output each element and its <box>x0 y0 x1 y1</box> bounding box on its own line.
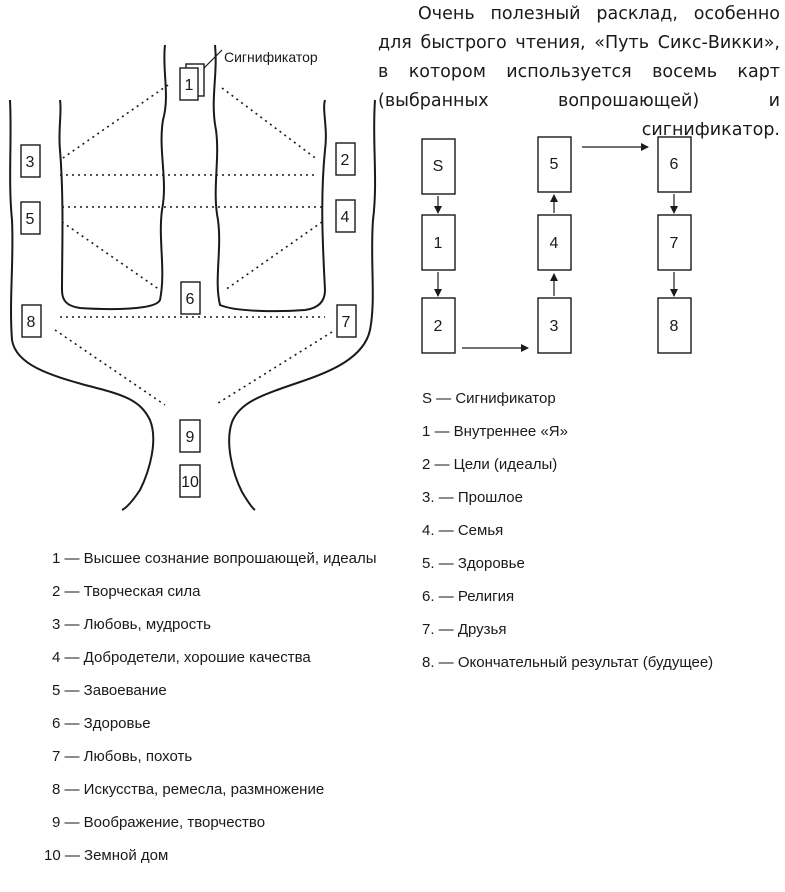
significator-label: Сигнификатор <box>224 49 318 65</box>
path-card-7-label: 7 <box>670 235 679 252</box>
legend-left-item: 7 — Любовь, похоть <box>52 748 193 765</box>
intro-paragraph: Очень полезный расклад, особенно для быс… <box>378 0 780 145</box>
tree-card-2-number: 2 <box>341 152 350 169</box>
tree-outer-left <box>9 99 155 511</box>
path-card-6 <box>657 136 692 193</box>
path-card-1-label: 1 <box>434 235 443 252</box>
legend-left-item: 10 — Земной дом <box>44 847 169 864</box>
tree-card-2 <box>335 142 356 176</box>
path-card-8-label: 8 <box>670 318 679 335</box>
legend-left-item: 5 — Завоевание <box>52 682 167 699</box>
path-card-7 <box>657 214 692 271</box>
tree-card-9-number: 9 <box>186 429 195 446</box>
path-card-4-label: 4 <box>550 235 559 252</box>
legend-right-item: 1 — Внутреннее «Я» <box>422 423 568 440</box>
legend-left-item: 8 — Искусства, ремесла, размножение <box>52 781 325 798</box>
tree-card-10-number: 10 <box>181 474 199 491</box>
path-card-1 <box>421 214 456 271</box>
path-card-2 <box>421 297 456 354</box>
path-card-2-label: 2 <box>434 318 443 335</box>
legend-right-item: 8. — Окончательный результат (будущее) <box>422 654 714 671</box>
tree-inner-left <box>58 44 167 311</box>
tree-card-6 <box>180 281 201 315</box>
legend-left-item: 4 — Добродетели, хорошие качества <box>52 649 311 666</box>
tree-card-5-number: 5 <box>26 211 35 228</box>
tree-card-8 <box>21 304 42 338</box>
tree-dotted-lines <box>54 84 333 406</box>
tree-card-1-number: 1 <box>185 77 194 94</box>
tree-card-9 <box>179 419 201 453</box>
tree-cards <box>20 63 357 498</box>
tree-card-1 <box>179 67 199 101</box>
legend-left-item: 9 — Воображение, творчество <box>52 814 266 831</box>
tree-inner-right <box>212 44 327 313</box>
legend-right-item: S — Сигнификатор <box>422 390 556 407</box>
path-card-8 <box>657 297 692 354</box>
tree-card-numbers: 1 2 3 4 5 6 7 8 9 10 <box>26 77 351 491</box>
tree-card-7 <box>336 304 357 338</box>
tree-outer-right <box>228 99 377 511</box>
tree-card-4-number: 4 <box>341 209 350 226</box>
intro-text: Очень полезный расклад, особенно для быс… <box>378 4 780 140</box>
legend-right-item: 7. — Друзья <box>422 621 507 638</box>
path-card-5-label: 5 <box>550 156 559 173</box>
path-card-3 <box>537 297 572 354</box>
tree-card-8-number: 8 <box>27 314 36 331</box>
legend-right-item: 5. — Здоровье <box>422 555 525 572</box>
path-card-5 <box>537 136 572 193</box>
tree-card-5 <box>20 201 41 235</box>
tree-diagram <box>9 44 377 511</box>
path-card-3-label: 3 <box>550 318 559 335</box>
legend-left-item: 3 — Любовь, мудрость <box>52 616 211 633</box>
tree-card-6-number: 6 <box>186 291 195 308</box>
legend-left-item: 6 — Здоровье <box>52 715 151 732</box>
tree-card-3-number: 3 <box>26 154 35 171</box>
legend-left-item: 1 — Высшее сознание вопрошающей, идеалы <box>52 550 377 567</box>
tree-card-10 <box>179 464 201 498</box>
tree-card-7-number: 7 <box>342 314 351 331</box>
path-cards <box>421 136 692 354</box>
path-card-labels: S 1 2 3 4 5 6 7 8 <box>433 156 679 335</box>
tree-card-4 <box>335 199 356 233</box>
legend-left-item: 2 — Творческая сила <box>52 583 201 600</box>
legend-right-item: 3. — Прошлое <box>422 489 523 506</box>
path-arrows <box>434 143 678 352</box>
path-card-6-label: 6 <box>670 156 679 173</box>
legend-right-item: 2 — Цели (идеалы) <box>422 456 558 473</box>
path-card-4 <box>537 214 572 271</box>
path-card-s-label: S <box>433 158 444 175</box>
path-card-s <box>421 138 456 195</box>
legend-right-item: 6. — Религия <box>422 588 515 605</box>
tree-card-3 <box>20 144 41 178</box>
legend-right-item: 4. — Семья <box>422 522 504 539</box>
